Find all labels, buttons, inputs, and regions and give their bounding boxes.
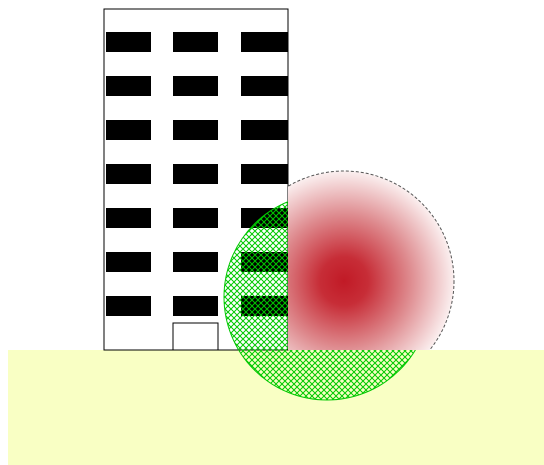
window-r2-c2 [173, 76, 218, 96]
window-r3-c1 [106, 120, 151, 140]
window-r4-c1 [106, 164, 151, 184]
window-r2-c3 [241, 76, 288, 96]
window-r1-c2 [173, 32, 218, 52]
window-r5-c2 [173, 208, 218, 228]
window-r3-c3 [241, 120, 288, 140]
window-r7-c1 [106, 296, 151, 316]
window-r4-c3 [241, 164, 288, 184]
window-r4-c2 [173, 164, 218, 184]
window-r1-c3 [241, 32, 288, 52]
window-r1-c1 [106, 32, 151, 52]
window-r6-c1 [106, 252, 151, 272]
window-r5-c1 [106, 208, 151, 228]
building-door [173, 323, 218, 350]
window-r6-c2 [173, 252, 218, 272]
window-r2-c1 [106, 76, 151, 96]
window-r3-c2 [173, 120, 218, 140]
window-r7-c2 [173, 296, 218, 316]
